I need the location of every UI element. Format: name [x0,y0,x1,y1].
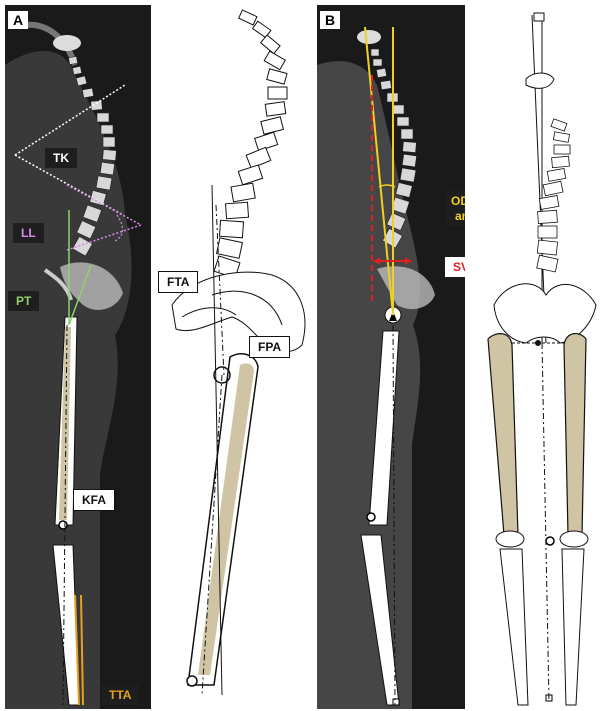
label-fpa: FPA [249,336,290,358]
label-odha-angle: OD-HA angle [445,191,465,226]
panel-letter-a: A [8,11,28,29]
drawing-panel-b [466,5,602,709]
xray-b-drawing [317,5,465,709]
drawing-b-skeleton [466,5,602,709]
label-odha-line2: angle [451,210,465,222]
label-ll: LL [13,223,44,243]
xray-panel-a: A TK LL PT KFA TTA [5,5,151,709]
panel-letter-b: B [320,11,340,29]
label-tta: TTA [101,685,139,705]
xray-a-drawing [5,5,151,709]
label-kfa: KFA [73,489,115,511]
label-tk: TK [45,148,77,168]
drawing-panel-a: FTA FPA [152,5,312,709]
label-pt: PT [8,291,39,311]
xray-panel-b: B OD-HA angle SVA [317,5,465,709]
label-odha-line1: OD-HA [451,195,465,207]
label-fta: FTA [158,271,198,293]
label-sva: SVA [445,257,465,277]
